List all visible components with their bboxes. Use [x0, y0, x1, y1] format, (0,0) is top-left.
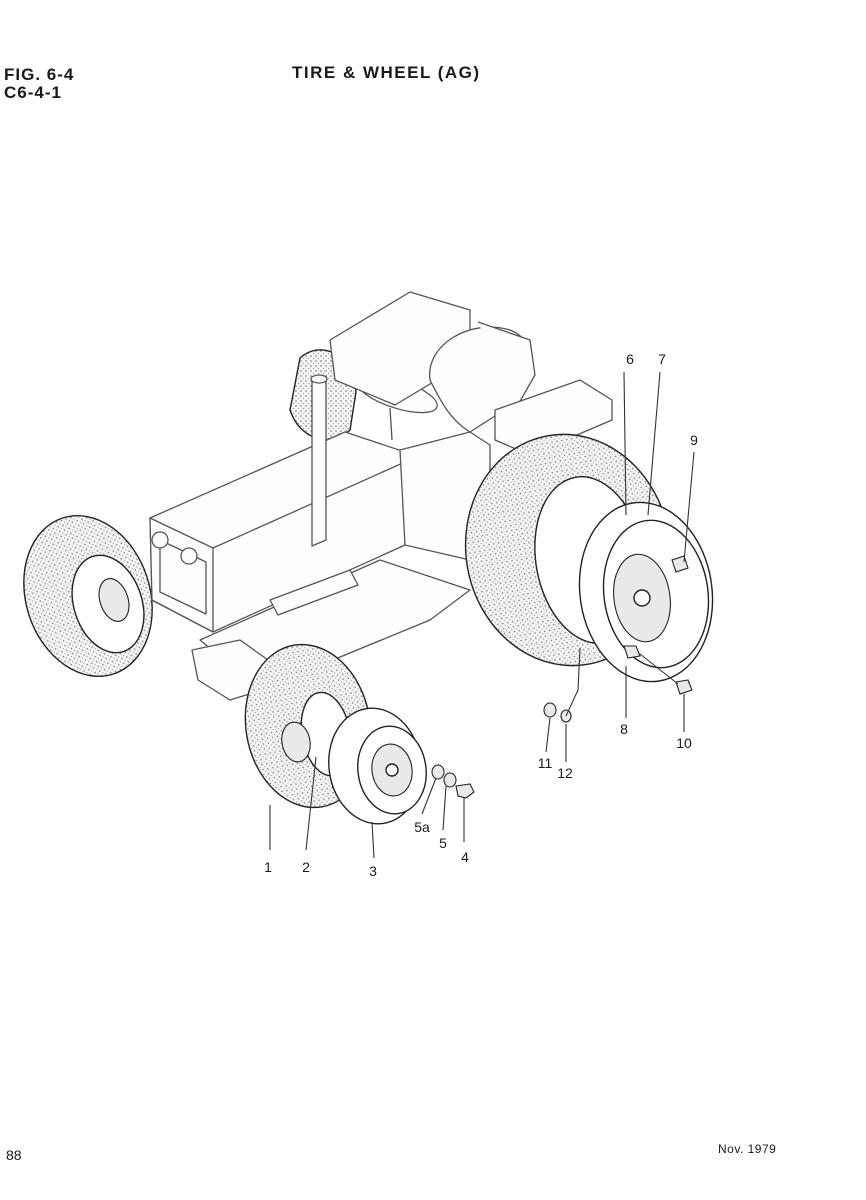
callout-8: 8 — [620, 721, 628, 737]
callout-9: 9 — [690, 432, 698, 448]
callout-12: 12 — [557, 765, 573, 781]
front-washer — [443, 772, 457, 788]
rear-hub-hole — [633, 589, 651, 607]
leader-6 — [623, 371, 627, 516]
leader-lines — [269, 371, 695, 859]
leader-5a — [421, 777, 437, 815]
callout-4: 4 — [461, 849, 469, 865]
rear-bracket — [623, 645, 641, 659]
callout-3: 3 — [369, 863, 377, 879]
rear-wheel-assembly — [464, 433, 714, 723]
leader-12-to-rim — [565, 647, 581, 717]
callout-numbers: 1 2 3 4 5 5a 6 7 8 9 10 11 12 — [264, 351, 698, 879]
leader-7 — [647, 371, 661, 516]
front-tube — [281, 721, 311, 763]
callout-1: 1 — [264, 859, 272, 875]
callout-6: 6 — [626, 351, 634, 367]
hood-edge — [212, 461, 406, 549]
figure-label: FIG. 6-4 — [4, 65, 75, 84]
callout-10: 10 — [676, 735, 692, 751]
front-left-hub — [98, 578, 130, 622]
headlight-right — [180, 547, 198, 565]
headlight-left — [151, 531, 169, 549]
callout-7: 7 — [658, 351, 666, 367]
rear-bolt — [675, 679, 693, 695]
tractor-outline — [23, 291, 613, 701]
callout-5: 5 — [439, 835, 447, 851]
page-title: TIRE & WHEEL (AG) — [292, 63, 481, 82]
front-lock-washer — [431, 764, 445, 780]
front-bolt — [455, 783, 475, 799]
leader-11 — [545, 717, 551, 753]
leader-5 — [442, 785, 447, 831]
leader-3 — [371, 821, 375, 859]
callout-5a: 5a — [414, 819, 430, 835]
seat-back — [477, 321, 536, 411]
exhaust-stack — [311, 375, 327, 547]
print-date: Nov. 1979 — [718, 1142, 777, 1156]
exhaust-cap — [310, 374, 328, 384]
page-number: 88 — [6, 1147, 22, 1163]
leader-9 — [683, 451, 695, 563]
callout-11: 11 — [538, 755, 553, 771]
steering-cylinder — [269, 569, 359, 616]
figure-code: C6-4-1 — [4, 83, 62, 102]
rear-nut — [543, 702, 557, 718]
front-wheel-assembly — [244, 643, 475, 825]
steering-column — [389, 407, 393, 441]
front-hub-hole — [385, 763, 399, 777]
callout-2: 2 — [302, 859, 310, 875]
rear-fender — [494, 379, 613, 456]
leader-2 — [305, 756, 317, 851]
rear-bolt-centerline — [639, 653, 679, 685]
